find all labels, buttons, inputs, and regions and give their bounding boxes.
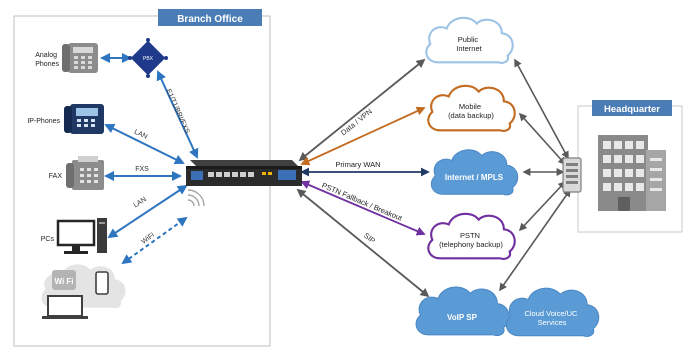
link-ipphones-lan bbox=[104, 124, 185, 164]
analog-phone-icon bbox=[62, 43, 98, 73]
cloud-voice-uc: Cloud Voice/UC Services bbox=[505, 287, 600, 337]
cloud-voip-sp: VoIP SP bbox=[415, 286, 510, 337]
label-fax: FAX bbox=[49, 173, 63, 180]
pbx-label: PBX bbox=[143, 56, 154, 62]
cloud-public-internet-label: Public Internet bbox=[456, 35, 482, 53]
laptop-icon bbox=[47, 295, 83, 317]
link-hq-mobile bbox=[518, 112, 567, 166]
cloud-voip-sp-label: VoIP SP bbox=[447, 313, 478, 322]
gateway-device-icon bbox=[186, 160, 302, 186]
link-mobile bbox=[300, 106, 426, 166]
label-fxs: FXS bbox=[135, 166, 149, 173]
ip-phone-icon bbox=[64, 104, 104, 134]
branch-office-title-bar bbox=[158, 9, 262, 26]
fax-icon bbox=[66, 156, 104, 190]
cloud-voice-uc-label-line-1: Cloud Voice/UC bbox=[524, 309, 578, 318]
link-hq-voip bbox=[499, 188, 571, 292]
pbx-icon: PBX bbox=[128, 38, 168, 78]
label-lan-ipphones: LAN bbox=[133, 129, 148, 141]
cloud-public-internet-label-line-1: Public bbox=[458, 35, 479, 44]
link-data-vpn bbox=[298, 58, 426, 162]
cloud-internet-mpls-label: Internet / MPLS bbox=[445, 173, 504, 182]
headquarter-building-icon bbox=[598, 135, 666, 211]
connections bbox=[100, 53, 571, 298]
wifi-badge-label: Wi Fi bbox=[54, 277, 73, 286]
label-analog-phones-line-2: Phones bbox=[35, 61, 59, 68]
cloud-internet-mpls: Internet / MPLS bbox=[430, 149, 519, 196]
cloud-public-internet-label-line-2: Internet bbox=[456, 44, 482, 53]
headquarter-title: Headquarter bbox=[604, 104, 660, 115]
link-sip bbox=[296, 188, 430, 298]
cloud-mobile-label-line-1: Mobile bbox=[459, 102, 481, 111]
branch-office-title: Branch Office bbox=[177, 14, 243, 25]
cloud-voice-uc-label-line-2: Services bbox=[538, 318, 567, 327]
cloud-voice-uc-label: Cloud Voice/UC Services bbox=[524, 309, 579, 327]
label-pcs: PCs bbox=[41, 236, 55, 243]
pc-icon bbox=[56, 218, 107, 254]
link-wifi bbox=[121, 216, 188, 265]
headquarter-panel: Headquarter bbox=[577, 100, 683, 233]
cloud-mobile: Mobile (data backup) bbox=[427, 84, 516, 132]
cloud-mobile-label: Mobile (data backup) bbox=[448, 102, 494, 120]
link-hq-public-internet bbox=[514, 58, 569, 160]
label-primary-wan: Primary WAN bbox=[335, 160, 380, 169]
link-pbx-gateway bbox=[156, 70, 199, 159]
smartphone-icon bbox=[95, 271, 109, 295]
cloud-pstn-label-line-1: PSTN bbox=[460, 231, 480, 240]
cloud-public-internet: Public Internet bbox=[425, 16, 514, 64]
hq-server-icon bbox=[562, 157, 582, 193]
cloud-mobile-label-line-2: (data backup) bbox=[448, 111, 494, 120]
label-analog-phones-line-1: Analog bbox=[35, 52, 57, 59]
cloud-pstn-label-line-2: (telephony backup) bbox=[439, 240, 503, 249]
label-analog-phones: Analog Phones bbox=[35, 52, 59, 68]
wifi-clients-group: Wi Fi bbox=[41, 264, 126, 319]
label-pstn-fallback: PSTN Fallback / Breakout bbox=[321, 181, 405, 223]
cloud-pstn-label: PSTN (telephony backup) bbox=[439, 231, 503, 249]
headquarter-title-bar bbox=[592, 100, 672, 116]
cloud-pstn: PSTN (telephony backup) bbox=[427, 212, 516, 260]
wifi-badge-icon bbox=[52, 270, 76, 290]
wifi-signal-icon bbox=[187, 189, 205, 207]
label-ip-phones: IP-Phones bbox=[27, 118, 60, 125]
